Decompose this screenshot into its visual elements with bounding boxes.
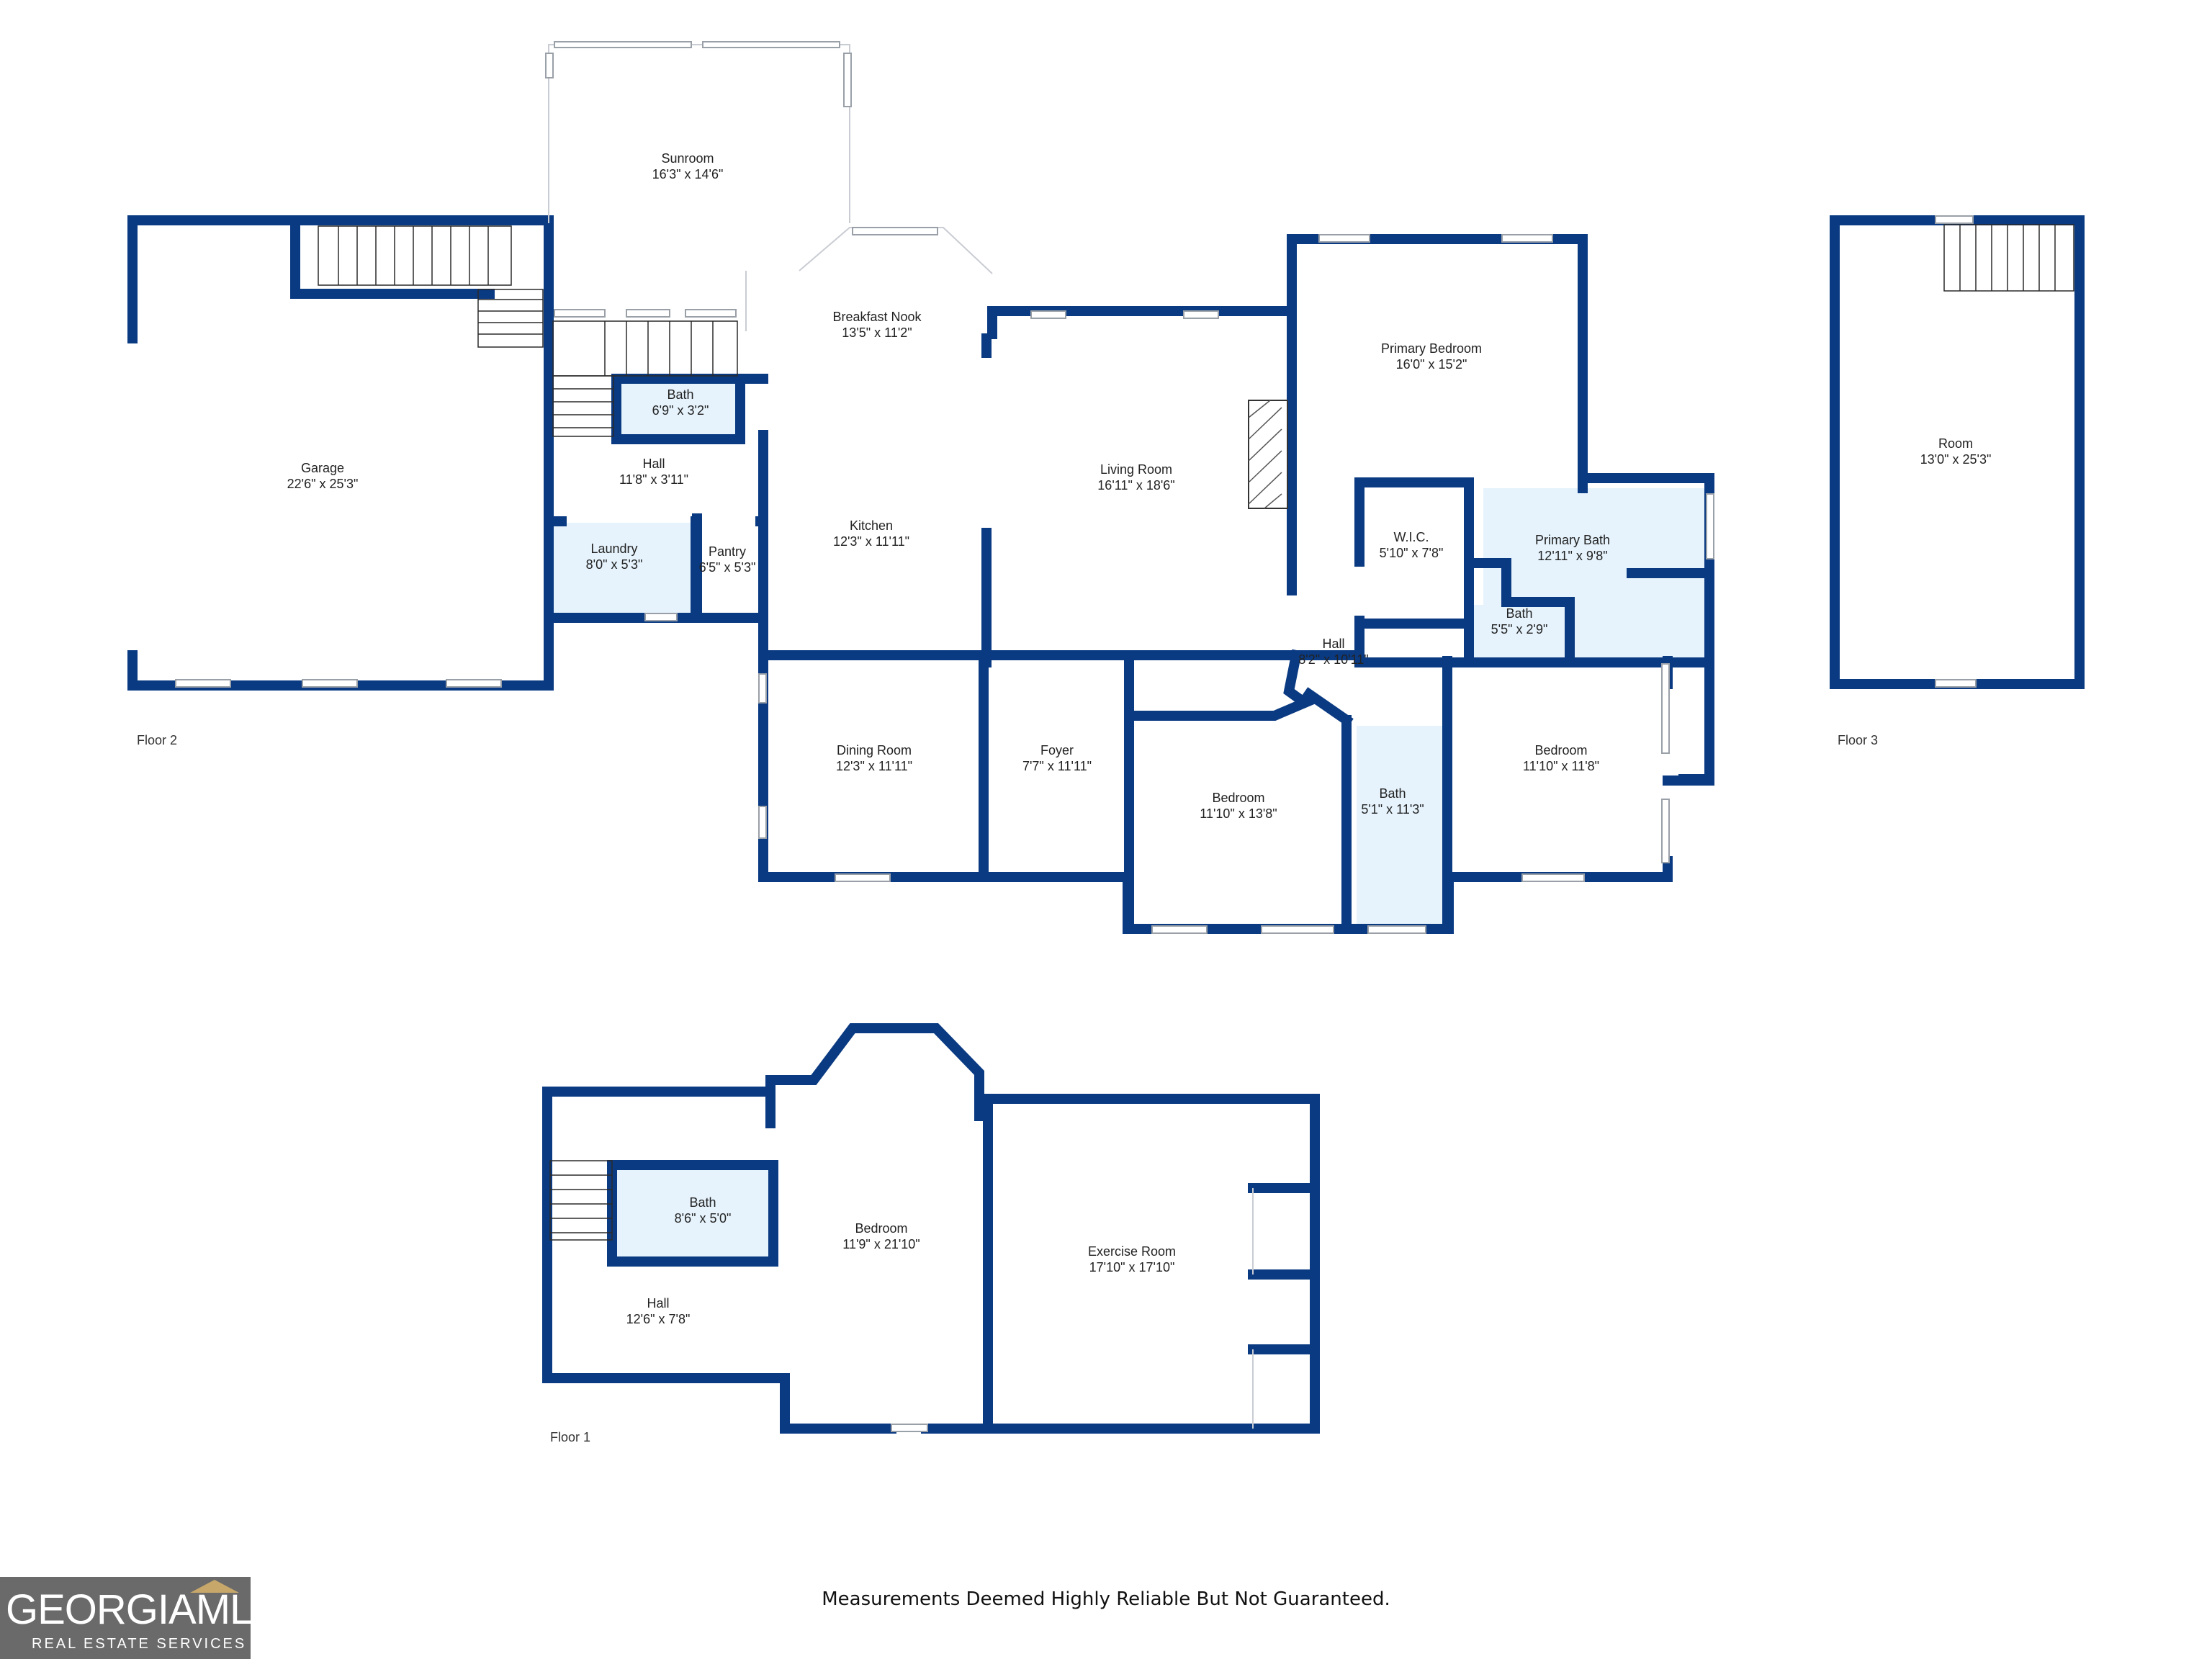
- f1-bath-fill: [616, 1169, 773, 1262]
- floor2-walls: [127, 41, 1714, 934]
- floor-3-label: Floor 3: [1838, 733, 1878, 747]
- logo-subtitle: REAL ESTATE SERVICES: [32, 1636, 247, 1652]
- laundry-fill: [552, 523, 696, 616]
- logo-wordmark: GEORGIAMLS: [6, 1586, 280, 1633]
- floor2-stairs: [318, 225, 738, 437]
- disclaimer: Measurements Deemed Highly Reliable But …: [822, 1588, 1390, 1610]
- floor-1-label: Floor 1: [550, 1430, 590, 1444]
- wc-bath-fill: [1473, 605, 1571, 661]
- floor3-stairs: [1943, 224, 2074, 292]
- hall-bath-fill: [1357, 726, 1452, 933]
- floor1-stairs: [549, 1160, 613, 1241]
- fireplace: [1248, 400, 1288, 509]
- floor2-windows: [175, 227, 1714, 934]
- floor-2-label: Floor 2: [137, 733, 177, 747]
- georgia-mls-logo: GEORGIAMLS REAL ESTATE SERVICES: [0, 1577, 280, 1659]
- house-roof-icon: [190, 1580, 239, 1593]
- bath-fill-small: [621, 383, 740, 439]
- floor3-walls: [1830, 215, 2085, 689]
- room-wic: W.I.C.5'10" x 7'8": [1380, 530, 1444, 560]
